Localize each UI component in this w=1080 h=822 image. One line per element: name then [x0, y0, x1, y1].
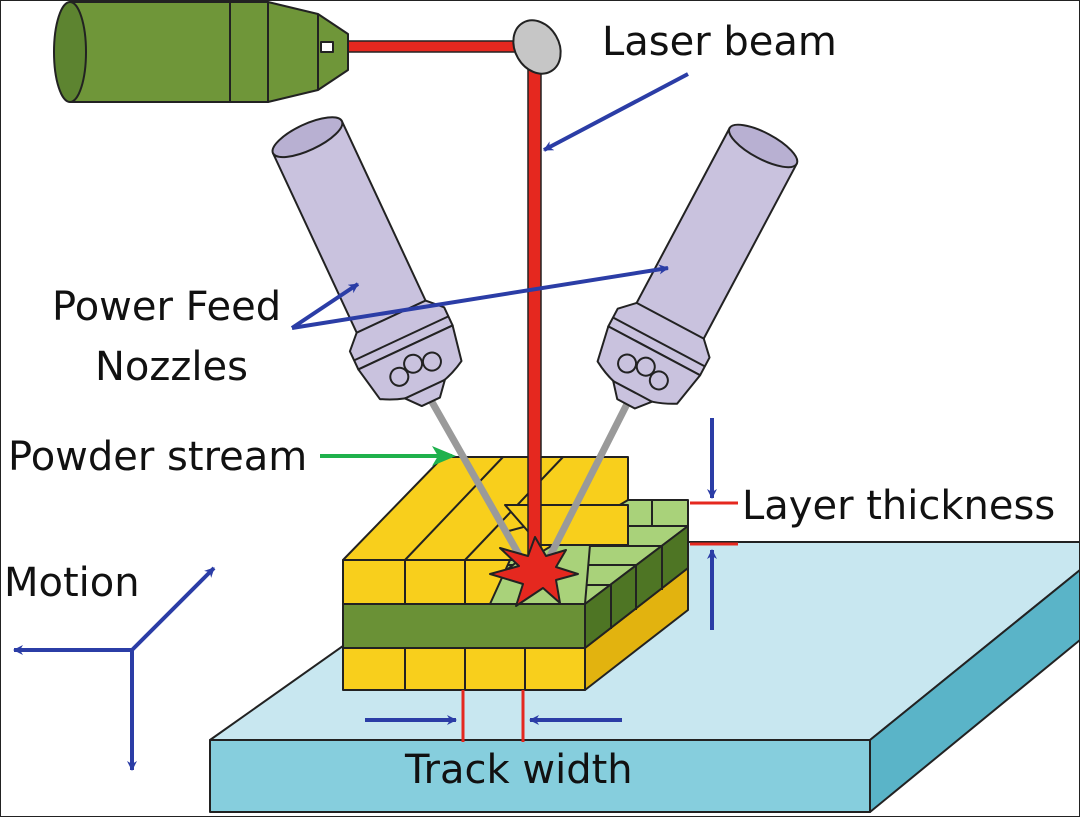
laser-horizontal-beam [333, 40, 535, 53]
layer-thickness-marker [690, 418, 738, 630]
laser-vertical-beam [527, 51, 542, 573]
nozzle-arrow-right [291, 264, 669, 330]
laser-beam-label: Laser beam [602, 19, 837, 65]
substrate-side-face [869, 569, 1080, 813]
powder-stream-label: Powder stream [8, 434, 307, 480]
layer-thickness-label: Layer thickness [742, 483, 1055, 529]
substrate-front-face [209, 739, 871, 813]
power-feed-label-line2: Nozzles [95, 344, 248, 390]
nozzle-arrow-left [290, 282, 360, 330]
laser-head [53, 1, 349, 103]
powder-streams [428, 398, 631, 564]
laser-beam-arrow [543, 72, 689, 152]
powder-stream-arrowhead [432, 446, 456, 466]
motion-axes [13, 566, 216, 771]
motion-arrow-diagonal [130, 566, 216, 652]
motion-label: Motion [4, 560, 140, 606]
track-width-label: Track width [404, 747, 633, 793]
bottom-yellow-layer [342, 567, 689, 691]
pointer-arrows [290, 72, 689, 466]
left-powder-stream [428, 398, 526, 564]
melt-pool-star [489, 536, 579, 607]
right-nozzle [596, 123, 799, 410]
deposit-stack [342, 456, 689, 691]
right-powder-stream [544, 400, 631, 564]
track-width-marker [365, 690, 622, 742]
left-nozzle [271, 116, 463, 408]
power-feed-label-line1: Power Feed [52, 284, 281, 330]
mirror [512, 19, 562, 75]
